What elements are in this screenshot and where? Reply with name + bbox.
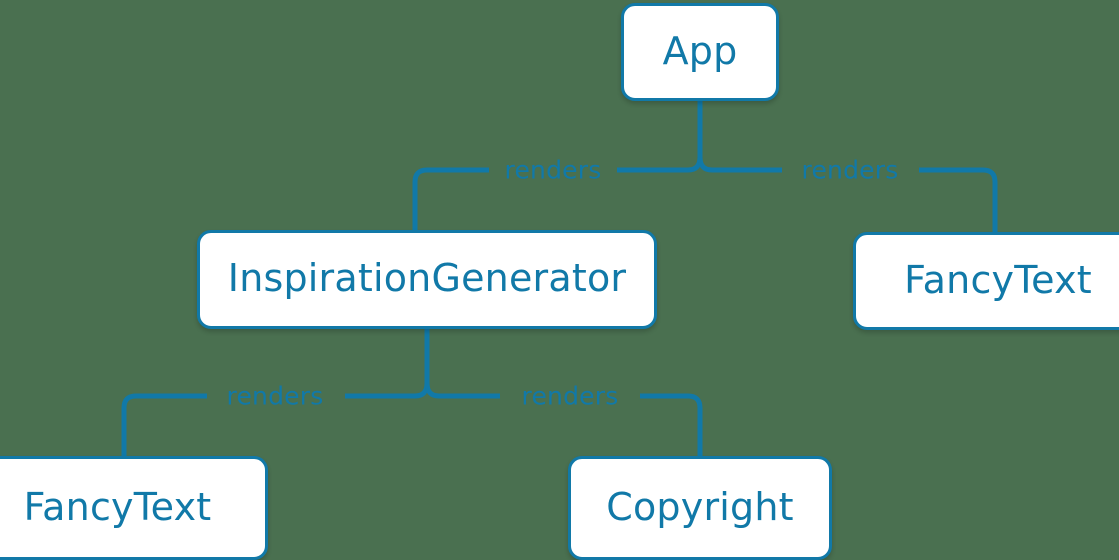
- node-inspiration-generator[interactable]: InspirationGenerator: [197, 230, 657, 329]
- node-fancytext-left-label: FancyText: [23, 484, 212, 529]
- node-copyright-label: Copyright: [606, 484, 794, 529]
- edge-label-app-to-fancytext: renders: [801, 155, 899, 185]
- node-fancytext-right-label: FancyText: [904, 257, 1092, 302]
- node-fancytext-right[interactable]: FancyText: [853, 232, 1119, 330]
- node-app[interactable]: App: [621, 3, 779, 101]
- node-fancytext-left[interactable]: FancyText: [0, 456, 268, 560]
- node-copyright[interactable]: Copyright: [568, 456, 832, 560]
- node-app-label: App: [662, 28, 738, 73]
- edge-label-inspiration-generator-to-copyright: renders: [521, 381, 619, 411]
- edge-label-inspiration-generator-to-fancytext: renders: [226, 381, 324, 411]
- edge-label-app-to-inspiration-generator: renders: [504, 155, 602, 185]
- node-inspiration-generator-label: InspirationGenerator: [227, 256, 627, 300]
